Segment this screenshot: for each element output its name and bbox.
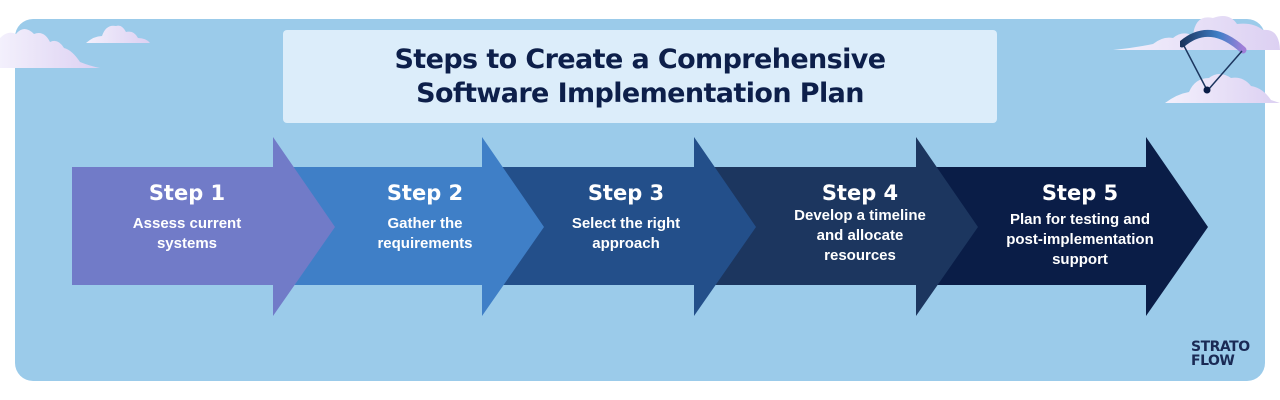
step-desc-line: and allocate <box>816 227 904 244</box>
step-1: Step 1 Assess current systems <box>92 180 282 254</box>
step-description: Assess current systems <box>92 214 282 254</box>
step-desc-line: Plan for testing and <box>1009 211 1150 228</box>
step-4: Step 4 Develop a timeline and allocate r… <box>765 180 955 266</box>
step-label: Step 5 <box>1041 181 1119 205</box>
step-desc-line: post-implementation <box>1006 231 1154 248</box>
cloud-icon <box>86 25 150 43</box>
step-description: Select the right approach <box>541 214 711 254</box>
arrow-step-4 <box>700 137 978 316</box>
step-label: Step 4 <box>821 181 899 205</box>
step-3: Step 3 Select the right approach <box>541 180 711 254</box>
step-desc-line: Assess current <box>132 215 242 232</box>
logo-line-1: STRATO <box>1191 339 1250 355</box>
title-line-1: Steps to Create a Comprehensive <box>394 43 886 75</box>
step-description: Develop a timeline and allocate resource… <box>765 206 955 266</box>
paraglider-icon <box>1180 29 1247 94</box>
arrow-step-2 <box>280 137 544 316</box>
step-description: Gather the requirements <box>330 214 520 254</box>
step-desc-line: approach <box>592 235 660 252</box>
logo-line-2: FLOW <box>1191 353 1235 369</box>
cloud-icon <box>0 29 100 68</box>
step-2: Step 2 Gather the requirements <box>330 180 520 254</box>
step-label: Step 1 <box>148 181 226 205</box>
step-desc-line: requirements <box>377 235 473 252</box>
title-box: Steps to Create a Comprehensive Software… <box>283 30 997 123</box>
step-desc-line: support <box>1052 251 1108 268</box>
step-desc-line: Develop a timeline <box>794 207 926 224</box>
title-line-2: Software Implementation Plan <box>416 77 864 109</box>
step-label: Step 2 <box>386 181 464 205</box>
step-5: Step 5 Plan for testing and post-impleme… <box>980 180 1180 270</box>
stratoflow-logo: STRATO FLOW <box>1191 340 1250 368</box>
step-desc-line: Select the right <box>571 215 681 232</box>
step-desc-line: resources <box>824 247 896 264</box>
step-label: Step 3 <box>587 181 665 205</box>
arrow-step-3 <box>490 137 756 316</box>
arrow-step-1 <box>72 137 335 316</box>
step-desc-line: systems <box>156 235 218 252</box>
step-description: Plan for testing and post-implementation… <box>980 210 1180 270</box>
arrow-step-5 <box>920 137 1208 316</box>
step-desc-line: Gather the <box>387 215 463 232</box>
